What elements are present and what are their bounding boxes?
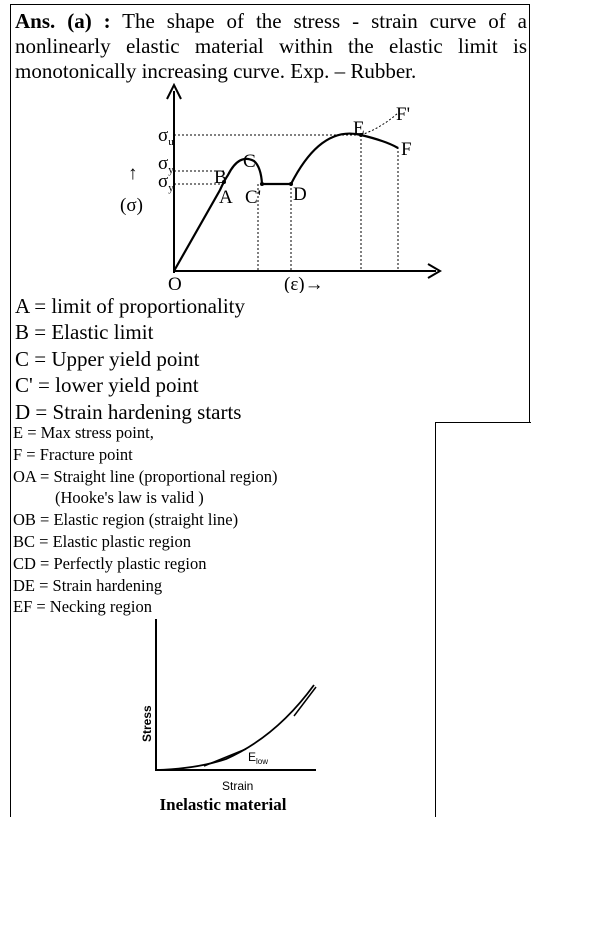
definition-OB: OB = Elastic region (straight line) [13, 510, 239, 530]
definition-A: A = limit of proportionality [15, 294, 245, 318]
sigma-u-label: σu [158, 125, 174, 148]
definition-B: B = Elastic limit [15, 320, 154, 345]
point-A: A [219, 187, 233, 208]
graph2-curve [155, 684, 315, 771]
x-axis-label: (ε)→ [284, 274, 324, 293]
tangent-high [293, 686, 317, 717]
marker-B [222, 180, 226, 184]
definition-D: D = Strain hardening starts [15, 399, 242, 424]
definition-OA-note: (Hooke's law is valid ) [55, 488, 204, 508]
answer-paragraph: Ans. (a) : The shape of the stress - str… [15, 9, 527, 84]
definition-EF: EF = Necking region [13, 597, 152, 617]
definition-BC: BC = Elastic plastic region [13, 531, 191, 551]
answer-label: Ans. (a) : [15, 9, 111, 33]
definitions-section: E = Max stress point, F = Fracture point… [10, 422, 436, 817]
y-axis-label: (σ) [120, 195, 143, 216]
graph2-caption: Inelastic material [159, 795, 287, 814]
sigma-y-label: σy [158, 153, 174, 176]
definition-OA: OA = Straight line (proportional region) [13, 466, 278, 486]
tangent-low [203, 748, 247, 767]
definition-DE: DE = Strain hardening [13, 575, 163, 595]
curve-F2-extension [360, 112, 399, 136]
definition-E: E = Max stress point, [13, 423, 154, 442]
y-axis-arrowhead [166, 83, 182, 100]
sigma-y2-label: σy' [158, 171, 176, 194]
point-D: D [293, 184, 307, 205]
up-arrow-label: ↑ [128, 163, 138, 184]
divider [436, 422, 531, 423]
point-F: F [401, 139, 412, 160]
point-C2: C' [245, 187, 261, 208]
stress-strain-curve [173, 132, 399, 272]
answer-text: The shape of the stress - strain curve o… [15, 9, 527, 83]
definitions-list-small: E = Max stress point, F = Fracture point… [13, 422, 278, 618]
definitions-list-large: A = limit of proportionality B = Elastic… [15, 293, 245, 425]
definition-F: F = Fracture point [13, 444, 133, 464]
marker-E [359, 133, 363, 137]
graph2-y-label: Stress [140, 705, 154, 742]
marker-C2 [260, 182, 264, 186]
definition-CD: CD = Perfectly plastic region [13, 553, 207, 573]
origin-label: O [168, 274, 182, 293]
answer-section: Ans. (a) : The shape of the stress - str… [10, 4, 530, 425]
e-low-label: Elow [248, 750, 268, 766]
x-axis-arrowhead [427, 263, 442, 279]
definition-C2: C' = lower yield point [15, 373, 199, 398]
definition-C: C = Upper yield point [15, 346, 200, 371]
point-F2: F' [396, 104, 410, 125]
point-B: B [214, 167, 227, 188]
marker-D [289, 182, 293, 186]
graph2-x-label: Strain [222, 779, 253, 793]
point-E: E [353, 118, 365, 139]
inelastic-stress-strain-diagram: Stress Strain Elow [140, 619, 317, 793]
stress-strain-diagram: σu σy σy' ↑ (σ) A B C C' D E F F' O (ε)→ [120, 83, 442, 293]
point-C: C [243, 151, 256, 172]
